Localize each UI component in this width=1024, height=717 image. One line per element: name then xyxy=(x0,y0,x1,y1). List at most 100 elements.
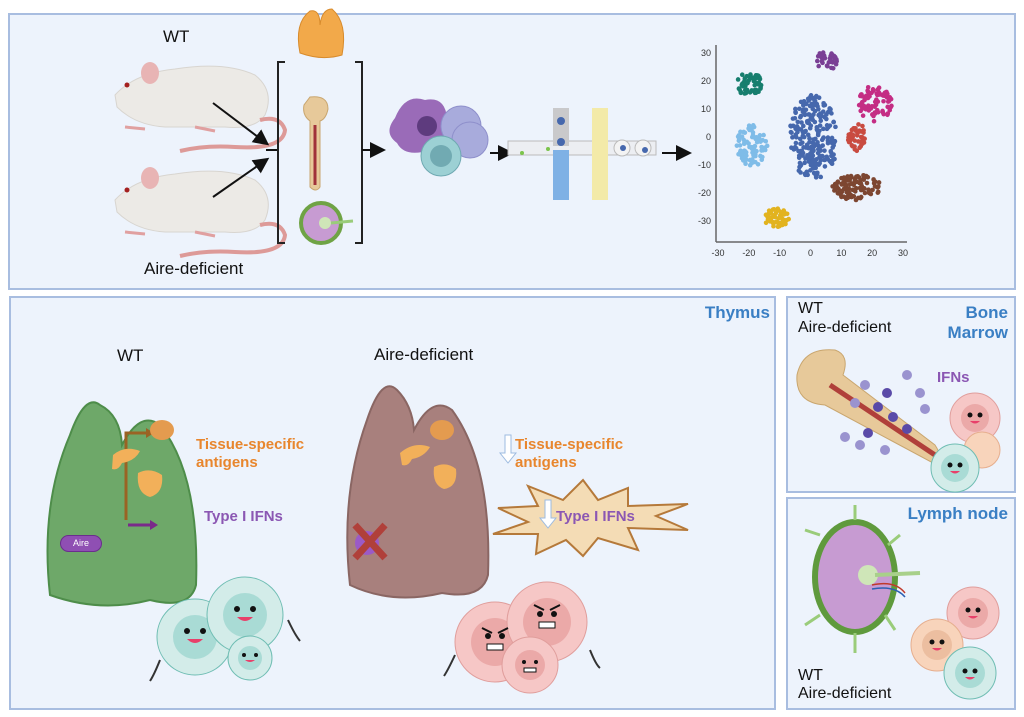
scatter-point-blue xyxy=(821,135,826,141)
scatter-point-light-blue xyxy=(744,139,750,145)
scatter-point-magenta xyxy=(867,94,872,99)
scatter-point-light-blue xyxy=(761,132,766,138)
scatter-point-purple xyxy=(825,63,830,69)
scatter-point-brown xyxy=(852,188,857,193)
scatter-point-blue xyxy=(797,160,803,166)
scatter-point-red xyxy=(850,132,856,137)
scatter-point-blue xyxy=(824,112,829,117)
scatter-point-blue xyxy=(829,160,834,166)
scatter-point-brown xyxy=(861,175,867,180)
scatter-point-magenta xyxy=(858,108,864,114)
scatter-point-purple xyxy=(816,63,821,69)
scatter-point-magenta xyxy=(871,113,876,119)
scatter-point-teal xyxy=(742,91,747,96)
scatter-point-red xyxy=(862,136,867,142)
scatter-point-light-blue xyxy=(743,161,748,167)
y-tick-label: 0 xyxy=(706,132,711,142)
scatter-point-brown xyxy=(876,184,881,189)
x-tick-label: 10 xyxy=(836,248,846,258)
scatter-point-blue xyxy=(807,136,812,141)
scatter-point-blue xyxy=(803,107,809,113)
scatter-point-blue xyxy=(799,120,804,125)
scatter-point-blue xyxy=(824,123,830,128)
scatter-point-blue xyxy=(793,110,798,116)
scatter-point-red xyxy=(855,129,860,135)
scatter-point-blue xyxy=(796,148,801,154)
y-tick-label: -20 xyxy=(698,188,711,198)
scatter-point-blue xyxy=(804,101,809,107)
lymph-node-organ-icon xyxy=(299,201,354,245)
scatter-point-purple xyxy=(831,55,837,60)
scatter-point-magenta xyxy=(871,118,877,124)
scatter-point-light-blue xyxy=(751,124,757,130)
scatter-point-blue xyxy=(807,139,812,145)
scatter-point-brown xyxy=(858,194,864,200)
tsne-points xyxy=(734,50,894,229)
ln-panel-title: Lymph node xyxy=(907,504,1008,523)
scatter-point-yellow xyxy=(778,209,784,215)
scatter-point-blue xyxy=(818,114,823,120)
scatter-point-brown xyxy=(847,182,853,187)
scatter-point-blue xyxy=(792,144,798,150)
happy-tcells-icon xyxy=(149,576,301,682)
scatter-point-blue xyxy=(796,153,802,158)
scatter-point-magenta xyxy=(869,90,874,96)
scatter-point-magenta xyxy=(866,108,872,113)
scatter-point-magenta xyxy=(869,104,875,109)
scatter-point-teal xyxy=(749,75,754,81)
scatter-point-blue xyxy=(800,123,806,129)
scatter-point-yellow xyxy=(775,224,781,229)
scatter-point-blue xyxy=(793,106,798,112)
scatter-point-light-blue xyxy=(749,144,754,150)
scatter-point-brown xyxy=(875,189,881,195)
scatter-point-red xyxy=(857,145,862,151)
scatter-point-brown xyxy=(848,173,854,179)
scatter-point-red xyxy=(856,139,861,144)
scatter-point-blue xyxy=(831,119,836,125)
scatter-point-blue xyxy=(800,140,805,145)
thymus-organ-icon xyxy=(297,8,345,59)
y-tick-label: 30 xyxy=(701,48,711,58)
ln-wt-label: WT xyxy=(798,667,823,684)
scatter-point-blue xyxy=(815,104,820,109)
mouse-aire-deficient-icon xyxy=(114,167,288,258)
mouse-wt-icon xyxy=(114,62,288,153)
scatter-point-teal xyxy=(749,88,755,94)
scatter-point-teal xyxy=(744,73,750,79)
scatter-point-teal xyxy=(757,76,763,82)
scatter-point-magenta xyxy=(872,99,878,105)
scatter-point-yellow xyxy=(770,207,776,212)
scatter-point-brown xyxy=(846,190,852,195)
scatter-point-blue xyxy=(829,137,835,143)
scatter-point-yellow xyxy=(770,219,775,225)
scatter-point-blue xyxy=(818,153,823,159)
ln-cells-icon xyxy=(910,586,1000,700)
scatter-point-blue xyxy=(828,148,834,154)
scatter-point-brown xyxy=(841,186,847,192)
wt-thymus-icon xyxy=(46,401,198,607)
scatter-point-brown xyxy=(832,185,838,190)
scatter-point-blue xyxy=(805,132,811,138)
scatter-point-brown xyxy=(838,192,843,198)
scatter-point-light-blue xyxy=(753,159,758,165)
scatter-point-blue xyxy=(800,150,806,156)
scatter-point-light-blue xyxy=(747,124,753,130)
scatter-point-purple xyxy=(817,53,823,58)
microfluidic-device-icon xyxy=(507,108,657,200)
scatter-point-teal xyxy=(739,72,745,78)
down-arrow-ifn-icon xyxy=(538,499,558,529)
scatter-point-blue xyxy=(818,174,824,180)
angry-tcells-icon xyxy=(443,581,601,694)
scatter-point-light-blue xyxy=(751,153,756,158)
scatter-point-blue xyxy=(798,114,803,120)
scatter-point-light-blue xyxy=(743,157,749,163)
y-tick-label: -30 xyxy=(698,216,711,226)
scatter-point-magenta xyxy=(881,98,886,104)
tsa-label-wt: Tissue-specific antigens xyxy=(196,436,305,471)
scatter-point-purple xyxy=(834,58,839,64)
scatter-point-teal xyxy=(744,87,750,93)
scatter-point-blue xyxy=(818,144,824,149)
scatter-point-light-blue xyxy=(752,148,758,153)
scatter-point-blue xyxy=(804,169,810,175)
